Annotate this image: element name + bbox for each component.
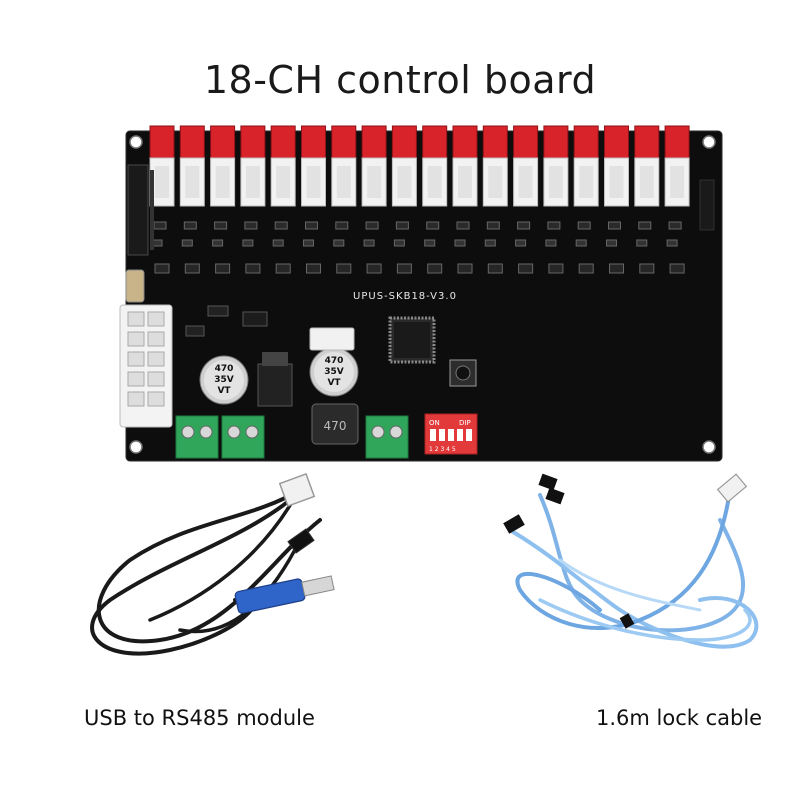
dip-dip-label: DIP bbox=[459, 419, 471, 427]
capacitor-left-type: VT bbox=[217, 386, 231, 396]
channel-header bbox=[331, 125, 357, 274]
capacitor-right-voltage: 35V bbox=[324, 367, 344, 377]
capacitor-right: 470 35V VT bbox=[309, 347, 359, 397]
mcu-chip bbox=[388, 316, 436, 364]
channel-header bbox=[301, 125, 326, 274]
channel-header bbox=[361, 125, 387, 274]
page-title: 18-CH control board bbox=[203, 58, 597, 102]
lock-cable-caption: 1.6m lock cable bbox=[596, 706, 763, 730]
channel-headers bbox=[149, 125, 690, 274]
capacitor-left: 470 35V VT bbox=[199, 355, 249, 405]
capacitor-left-voltage: 35V bbox=[214, 375, 234, 385]
channel-header bbox=[391, 125, 417, 274]
dip-numbers: 1 2 3 4 5 bbox=[429, 446, 456, 453]
uart-connector bbox=[309, 327, 355, 351]
board-model-label: UPUS-SKB18-V3.0 bbox=[353, 291, 457, 302]
channel-header bbox=[664, 125, 690, 274]
mounting-hole bbox=[702, 440, 716, 454]
capacitor-right-type: VT bbox=[327, 378, 341, 388]
dip-switch: ON DIP 1 2 3 4 5 bbox=[424, 413, 478, 455]
mounting-hole bbox=[702, 135, 716, 149]
channel-header bbox=[482, 125, 508, 274]
channel-header bbox=[422, 125, 448, 274]
channel-header bbox=[452, 125, 478, 274]
mounting-hole bbox=[129, 135, 143, 149]
dip-on-label: ON bbox=[429, 419, 440, 427]
lock-cable bbox=[503, 473, 759, 649]
reset-button bbox=[449, 359, 477, 387]
terminal-block-2 bbox=[221, 415, 265, 459]
capacitor-left-value: 470 bbox=[215, 364, 234, 374]
channel-header bbox=[543, 125, 569, 274]
inductor: 470 bbox=[311, 403, 359, 445]
channel-header bbox=[604, 125, 629, 274]
channel-header bbox=[513, 125, 539, 274]
capacitor-right-value: 470 bbox=[325, 356, 344, 366]
inductor-label: 470 bbox=[324, 419, 347, 433]
terminal-block-3 bbox=[365, 415, 409, 459]
fuse bbox=[125, 269, 145, 303]
channel-header bbox=[240, 125, 266, 274]
power-connector bbox=[119, 304, 173, 428]
channel-header bbox=[179, 125, 205, 274]
channel-header bbox=[573, 125, 599, 274]
usb-rs485-module bbox=[90, 472, 335, 656]
voltage-regulator bbox=[257, 363, 293, 407]
usb-module-caption: USB to RS485 module bbox=[84, 706, 315, 730]
mounting-hole bbox=[129, 440, 143, 454]
channel-header bbox=[634, 125, 660, 274]
control-board: 470 35V VT 470 35V VT 470 UPUS-SKB18-V3.… bbox=[119, 125, 723, 462]
channel-header bbox=[210, 125, 236, 274]
terminal-block-1 bbox=[175, 415, 219, 459]
channel-header bbox=[270, 125, 296, 274]
